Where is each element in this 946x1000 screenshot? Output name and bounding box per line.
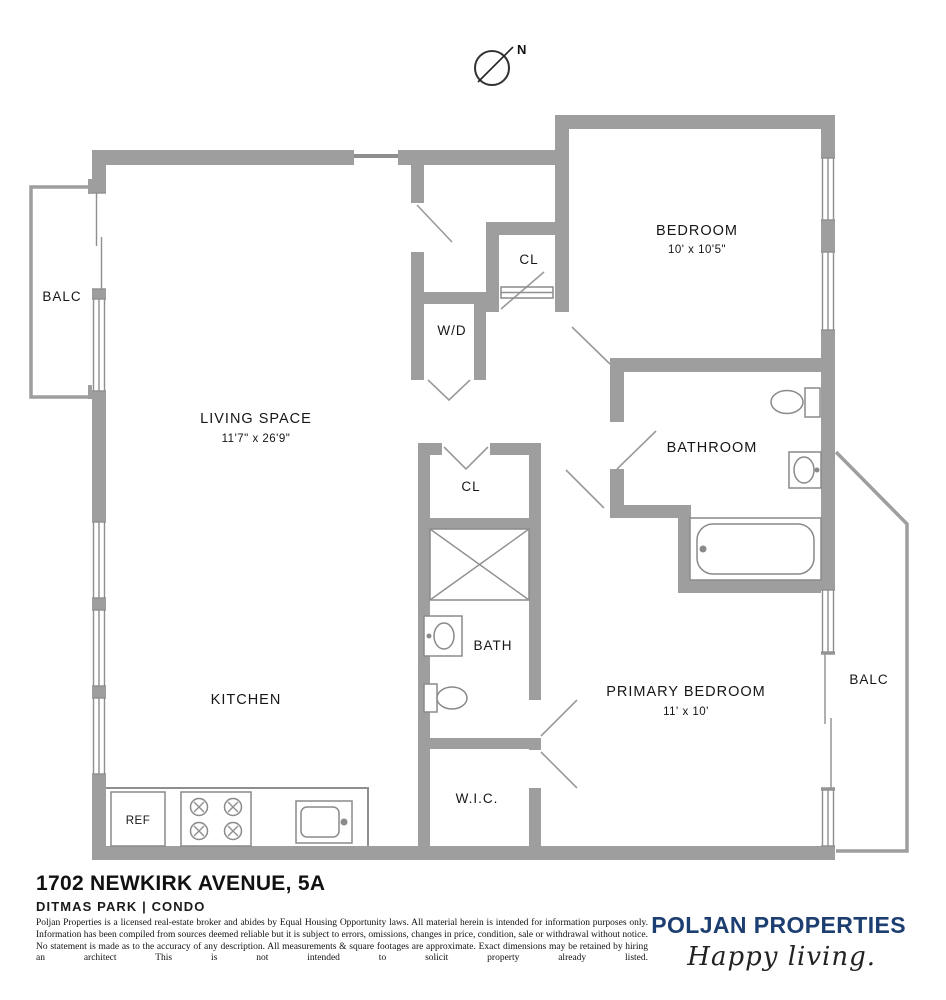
window (92, 521, 106, 599)
label-closet-mid: CL (461, 479, 480, 494)
stove-fixture (180, 791, 252, 847)
toilet-fixture-bath (423, 683, 468, 713)
closet-shelf (500, 286, 554, 299)
label-balcony-right: BALC (849, 672, 888, 687)
window (92, 697, 106, 775)
label-primary-bedroom: PRIMARY BEDROOM (606, 684, 766, 700)
brand-logo: POLJAN PROPERTIES (651, 912, 906, 938)
footer: 1702 NEWKIRK AVENUE, 5A DITMAS PARK | CO… (0, 868, 946, 1000)
compass-n-label: N (517, 42, 526, 57)
label-living-space: LIVING SPACE (200, 411, 312, 427)
label-closet-top: CL (519, 252, 538, 267)
balcony-door-left (92, 192, 106, 290)
door-swings (416, 204, 657, 789)
balcony-door-right (821, 653, 835, 789)
label-primary-dims: 11' x 10' (663, 706, 709, 718)
label-bath: BATH (473, 638, 512, 653)
window (821, 589, 835, 653)
label-refrigerator: REF (126, 815, 151, 827)
label-kitchen: KITCHEN (211, 692, 282, 708)
label-washer-dryer: W/D (437, 323, 466, 338)
label-living-dims: 11'7" x 26'9" (222, 433, 291, 445)
sink-fixture-bath (423, 615, 463, 657)
brand-tagline: Happy living. (687, 942, 876, 972)
compass-icon: N (474, 42, 526, 86)
sink-fixture-bathroom (788, 451, 822, 489)
label-wic: W.I.C. (456, 791, 499, 806)
listing-subtitle: DITMAS PARK | CONDO (36, 899, 206, 914)
balcony-left-railing (29, 185, 92, 399)
refrigerator-fixture (110, 791, 166, 847)
window (821, 251, 835, 331)
floor-plan-svg: N (29, 42, 909, 860)
balcony-right-railing (834, 450, 909, 853)
window (92, 298, 106, 392)
closet-hatch (429, 528, 530, 601)
window (821, 789, 835, 847)
label-balcony-left: BALC (42, 289, 81, 304)
label-bedroom-dims: 10' x 10'5" (668, 244, 726, 256)
room-labels: BALC LIVING SPACE 11'7" x 26'9" W/D CL B… (42, 223, 888, 827)
legal-disclaimer: Poljan Properties is a licensed real-est… (36, 918, 648, 964)
toilet-fixture-bathroom (770, 387, 821, 418)
page-title: 1702 NEWKIRK AVENUE, 5A (36, 872, 326, 895)
label-bathroom: BATHROOM (667, 440, 758, 456)
label-bedroom: BEDROOM (656, 223, 738, 239)
sink-fixture-kitchen (295, 800, 353, 844)
window (92, 609, 106, 687)
kitchen-counter (106, 787, 369, 846)
bathtub-fixture (689, 517, 822, 581)
window (821, 157, 835, 221)
